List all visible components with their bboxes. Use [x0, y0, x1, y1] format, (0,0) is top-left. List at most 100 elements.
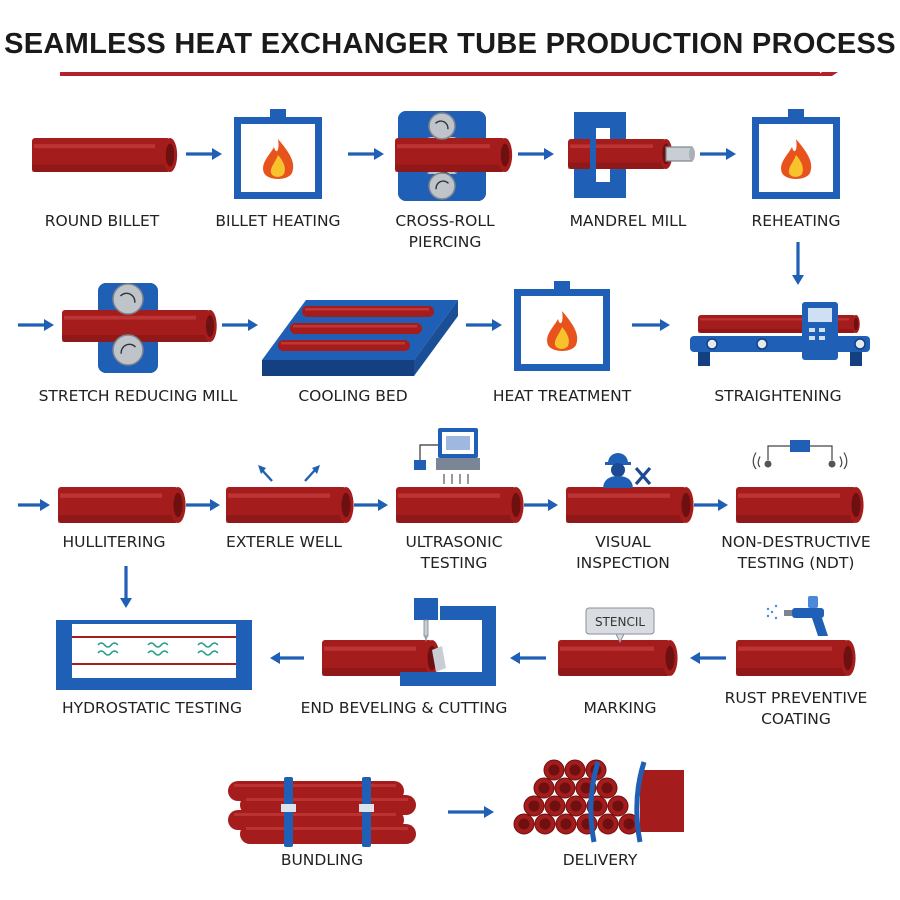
- flow-arrow: [690, 652, 726, 664]
- stencil-label: STENCIL: [595, 615, 645, 629]
- roller-icon: [428, 112, 456, 140]
- flow-arrow: [18, 499, 50, 511]
- label-hullitering: HULLITERING: [0, 532, 234, 553]
- stage-round-billet: [32, 138, 178, 172]
- label-line: HYDROSTATIC TESTING: [61, 699, 243, 717]
- label-line: PIERCING: [408, 233, 482, 251]
- stage-cooling-bed: [262, 300, 458, 376]
- label-line: VISUAL: [595, 533, 651, 551]
- flame-icon: [547, 311, 578, 351]
- flow-arrow: [632, 319, 670, 331]
- label-stretch-reducing-mill: STRETCH REDUCING MILL: [18, 386, 258, 407]
- label-line: NON-DESTRUCTIVE: [721, 533, 871, 551]
- roller-icon: [112, 334, 144, 366]
- flow-arrow: [518, 148, 554, 160]
- stage-hullitering: [58, 487, 186, 523]
- label-billet-heating: BILLET HEATING: [158, 211, 398, 232]
- label-line: BUNDLING: [280, 851, 364, 869]
- pipe: [32, 138, 178, 172]
- inspector-icon: [603, 453, 633, 488]
- label-mandrel-mill: MANDREL MILL: [508, 211, 748, 232]
- stage-bundling: [228, 777, 416, 847]
- bundle-pipe: [240, 824, 416, 844]
- label-line: HEAT TREATMENT: [492, 387, 632, 405]
- label-end-beveling-cutting: END BEVELING & CUTTING: [284, 698, 524, 719]
- label-line: END BEVELING & CUTTING: [300, 699, 508, 717]
- stacked-pipe: [596, 777, 618, 799]
- label-line: COATING: [761, 710, 831, 728]
- pipe: [736, 640, 856, 676]
- stage-straightening: [690, 302, 870, 366]
- label-straightening: STRAIGHTENING: [658, 386, 898, 407]
- label-heat-treatment: HEAT TREATMENT: [442, 386, 682, 407]
- flow-arrow: [700, 148, 736, 160]
- label-cooling-bed: COOLING BED: [233, 386, 473, 407]
- water-wave-icon: [97, 642, 119, 656]
- pipe: [226, 487, 354, 523]
- flow-arrow: [510, 652, 546, 664]
- pipe: [322, 640, 440, 676]
- label-marking: MARKING: [500, 698, 740, 719]
- label-rust-preventive-coating: RUST PREVENTIVE COATING: [676, 688, 900, 730]
- cooling-pipe: [302, 306, 434, 317]
- spray-gun-icon: [766, 596, 828, 636]
- label-visual-inspection: VISUAL INSPECTION: [503, 532, 743, 574]
- flow-arrow: [448, 806, 494, 818]
- label-line: MANDREL MILL: [569, 212, 687, 230]
- label-line: HULLITERING: [62, 533, 166, 551]
- water-wave-icon: [147, 642, 169, 656]
- flow-arrow: [270, 652, 304, 664]
- label-bundling: BUNDLING: [202, 850, 442, 871]
- stacked-pipe: [607, 795, 629, 817]
- bundle-strap: [634, 761, 647, 843]
- label-line: TESTING: [420, 554, 488, 572]
- label-reheating: REHEATING: [676, 211, 900, 232]
- furnace-icon: [752, 109, 840, 199]
- label-line: RUST PREVENTIVE: [724, 689, 868, 707]
- stage-delivery: [513, 759, 684, 843]
- stacked-pipe: [523, 795, 545, 817]
- cooling-pipe: [290, 323, 422, 334]
- flow-arrow: [694, 499, 728, 511]
- flow-arrow: [120, 566, 132, 608]
- pipe: [396, 487, 524, 523]
- label-hydrostatic-testing: HYDROSTATIC TESTING: [32, 698, 272, 719]
- stage-ultrasonic-testing: [396, 428, 524, 523]
- water-wave-icon: [197, 642, 219, 656]
- title-underline-accent: [816, 72, 838, 76]
- wrench-icon: [634, 466, 652, 486]
- stacked-pipe: [544, 795, 566, 817]
- label-line: REHEATING: [751, 212, 841, 230]
- title-underline: [60, 72, 820, 76]
- stage-stretch-reducing-mill: [62, 283, 217, 373]
- flow-arrow: [186, 499, 220, 511]
- spray-arrow-right: [304, 465, 320, 482]
- cutter-head: [414, 598, 438, 620]
- label-round-billet: ROUND BILLET: [0, 211, 222, 232]
- stacked-pipe: [513, 813, 535, 835]
- label-line: ULTRASONIC: [405, 533, 503, 551]
- pipe: [558, 640, 678, 676]
- stage-exterle-well: [226, 465, 354, 523]
- stage-non-destructive-testing: [736, 440, 864, 523]
- flow-arrow: [348, 148, 384, 160]
- label-non-destructive-testing: NON-DESTRUCTIVE TESTING (NDT): [676, 532, 900, 574]
- computer-monitor-icon: [414, 428, 480, 470]
- furnace-icon: [234, 109, 322, 199]
- pipe: [395, 138, 513, 172]
- flame-icon: [781, 139, 812, 179]
- stacked-pipe: [534, 813, 556, 835]
- stage-rust-preventive-coating: [736, 596, 856, 676]
- flow-arrow: [792, 242, 804, 285]
- label-line: COOLING BED: [298, 387, 408, 405]
- stacked-pipe: [554, 777, 576, 799]
- label-exterle-well: EXTERLE WELL: [164, 532, 404, 553]
- label-ultrasonic-testing: ULTRASONIC TESTING: [334, 532, 574, 574]
- label-line: TESTING (NDT): [737, 554, 855, 572]
- label-line: INSPECTION: [576, 554, 670, 572]
- label-line: ROUND BILLET: [44, 212, 160, 230]
- roller-icon: [112, 283, 144, 315]
- pipe: [568, 139, 673, 169]
